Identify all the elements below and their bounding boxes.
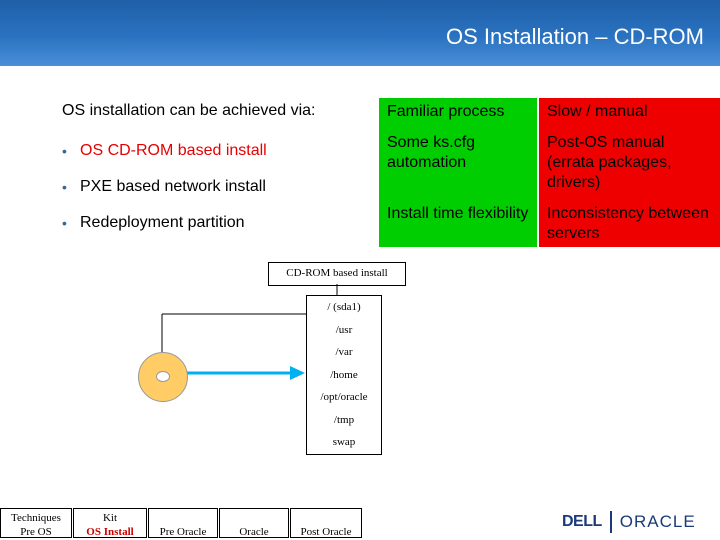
filesystem-item: /var: [335, 346, 353, 358]
bullet-dot-icon: •: [62, 215, 67, 231]
disc-hole: [156, 371, 170, 382]
nav-oracle[interactable]: Oracle: [219, 508, 289, 538]
header-bar: OS Installation – CD-ROM: [0, 0, 720, 66]
bullet-text: Redeployment partition: [80, 214, 245, 231]
table-cell-pro: Install time flexibility: [379, 200, 537, 247]
filesystem-item: swap: [332, 436, 356, 448]
filesystem-item: /tmp: [333, 413, 355, 426]
filesystem-item: / (sda1): [327, 301, 361, 313]
bullet-list: • OS CD-ROM based install • PXE based netw…: [62, 141, 267, 249]
filesystem-item: /home: [330, 368, 358, 381]
bullet-text: OS CD-ROM based install: [80, 142, 267, 159]
comparison-table: Familiar process Slow / manual Some ks.c…: [379, 98, 720, 247]
table-cell-con: Post-OS manual (errata packages, drivers…: [539, 129, 720, 200]
table-cell-con: Slow / manual: [539, 98, 720, 129]
nav-label: Kit: [102, 512, 118, 524]
filesystem-item: /opt/oracle: [320, 391, 368, 403]
filesystem-item: /usr: [335, 323, 353, 336]
oracle-logo: ORACLE: [619, 512, 696, 531]
nav-kit[interactable]: Kit OS Install: [73, 508, 147, 538]
bullet-item: • OS CD-ROM based install: [62, 141, 267, 177]
nav-pre-oracle[interactable]: Pre Oracle: [148, 508, 218, 538]
dell-logo: DELL: [562, 513, 602, 530]
nav-label: Pre OS: [20, 526, 52, 538]
bullet-text: PXE based network install: [80, 178, 266, 195]
nav-post-oracle[interactable]: Post Oracle: [290, 508, 362, 538]
table-cell-pro: Familiar process: [379, 98, 537, 129]
nav-techniques[interactable]: Techniques Pre OS: [0, 508, 72, 538]
partner-logos: DELL ORACLE: [562, 510, 696, 534]
filesystem-stack: / (sda1) /usr /var /home /opt/oracle /tm…: [306, 295, 382, 455]
table-cell-pro: Some ks.cfg automation: [379, 129, 537, 200]
cd-rom-disc-icon: [138, 352, 188, 402]
logo-divider: [609, 511, 612, 533]
table-cell-con: Inconsistency between servers: [539, 200, 720, 247]
page-title: OS Installation – CD-ROM: [446, 24, 704, 49]
arrow-head-icon: [290, 366, 305, 380]
bullet-dot-icon: •: [62, 179, 67, 195]
bullet-item: • PXE based network install: [62, 177, 267, 213]
bullet-item: • Redeployment partition: [62, 213, 267, 249]
nav-label: OS Install: [86, 526, 134, 538]
intro-text: OS installation can be achieved via:: [62, 102, 316, 119]
bullet-dot-icon: •: [62, 143, 67, 159]
nav-label: Techniques: [11, 512, 61, 524]
